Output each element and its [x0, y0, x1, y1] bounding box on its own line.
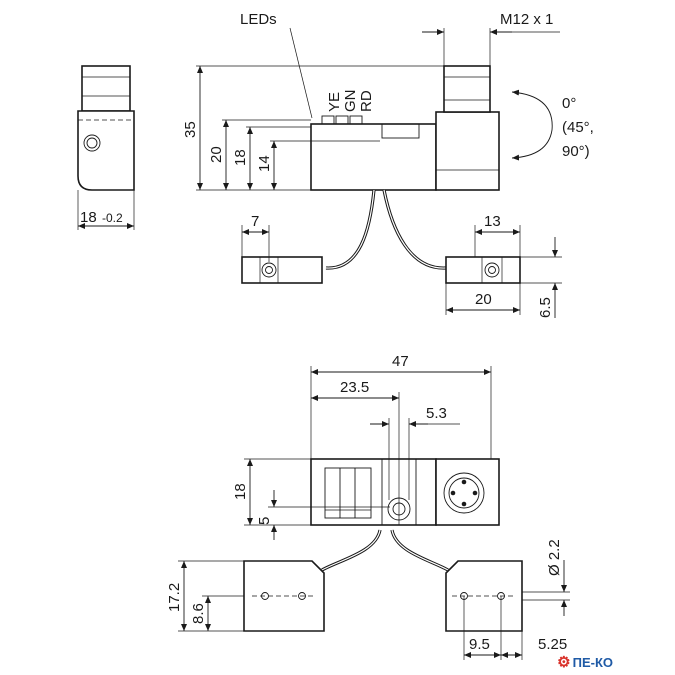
led-ye [321, 115, 335, 125]
dim-bracket-7: 7 [251, 213, 259, 230]
dim-height-20: 20 [208, 146, 225, 163]
rotation-90: 90°) [562, 143, 590, 160]
top-view: YE GN RD LEDs M12 x 1 0° (45°, 90°) 35 2… [182, 11, 594, 318]
dim-hole-5-3: 5.3 [426, 405, 447, 422]
dim-hole-9-5: 9.5 [469, 636, 490, 653]
connector-base [435, 111, 500, 191]
cable-right-bottom [390, 529, 449, 572]
dim-bracket-6-5: 6.5 [537, 297, 554, 318]
rotation-0: 0° [562, 95, 576, 112]
bracket-right-screw-icon [484, 262, 500, 278]
bracket-left [241, 256, 323, 284]
logo: ⚙ ПЕ-КО [557, 653, 613, 671]
dim-edge-5-25: 5.25 [538, 636, 567, 653]
gear-icon: ⚙ [557, 654, 571, 671]
led-gn [335, 115, 349, 125]
side-connector [81, 65, 131, 112]
dim-height-18: 18 [232, 149, 249, 166]
logo-text: ПЕ-КО [572, 654, 613, 670]
rotation-arc-icon [511, 89, 553, 161]
dim-bracket-17-2: 17.2 [166, 583, 183, 612]
rotation-45: (45°, [562, 119, 594, 136]
dim-height-18-bottom: 18 [232, 483, 249, 500]
side-dim-tolerance: -0.2 [102, 211, 123, 225]
led-rd [349, 115, 363, 125]
m12-connector [443, 65, 491, 113]
side-screw-icon [83, 134, 101, 152]
led-gn-label: GN [342, 90, 359, 113]
bracket-right [445, 256, 521, 284]
led-windows [324, 467, 372, 519]
thread-label: M12 x 1 [500, 11, 553, 28]
dim-length-47: 47 [392, 353, 409, 370]
dim-height-14: 14 [256, 155, 273, 172]
dim-offset-5: 5 [256, 517, 273, 525]
connector-face-icon [443, 472, 485, 514]
bottom-connector-base [435, 458, 500, 526]
leds-label: LEDs [240, 11, 277, 28]
dim-height-35: 35 [182, 121, 199, 138]
side-housing [77, 110, 135, 191]
led-ye-label: YE [326, 92, 343, 112]
led-rd-label: RD [358, 90, 375, 112]
dim-bracket-20: 20 [475, 291, 492, 308]
label-window [381, 123, 420, 139]
dim-bracket-8-6: 8.6 [190, 603, 207, 624]
side-view: 18 -0.2 [77, 65, 135, 230]
dim-hole-dia-2-2: Ø 2.2 [546, 539, 563, 576]
dim-bracket-13: 13 [484, 213, 501, 230]
sensor-housing [310, 123, 437, 191]
cable-left-bottom [321, 529, 382, 572]
side-dim-width: 18 [80, 209, 97, 226]
dim-length-23-5: 23.5 [340, 379, 369, 396]
bracket-left-screw-icon [261, 262, 277, 278]
bottom-view: 47 23.5 5.3 18 5 17.2 [166, 353, 570, 660]
bottom-housing [310, 458, 437, 526]
